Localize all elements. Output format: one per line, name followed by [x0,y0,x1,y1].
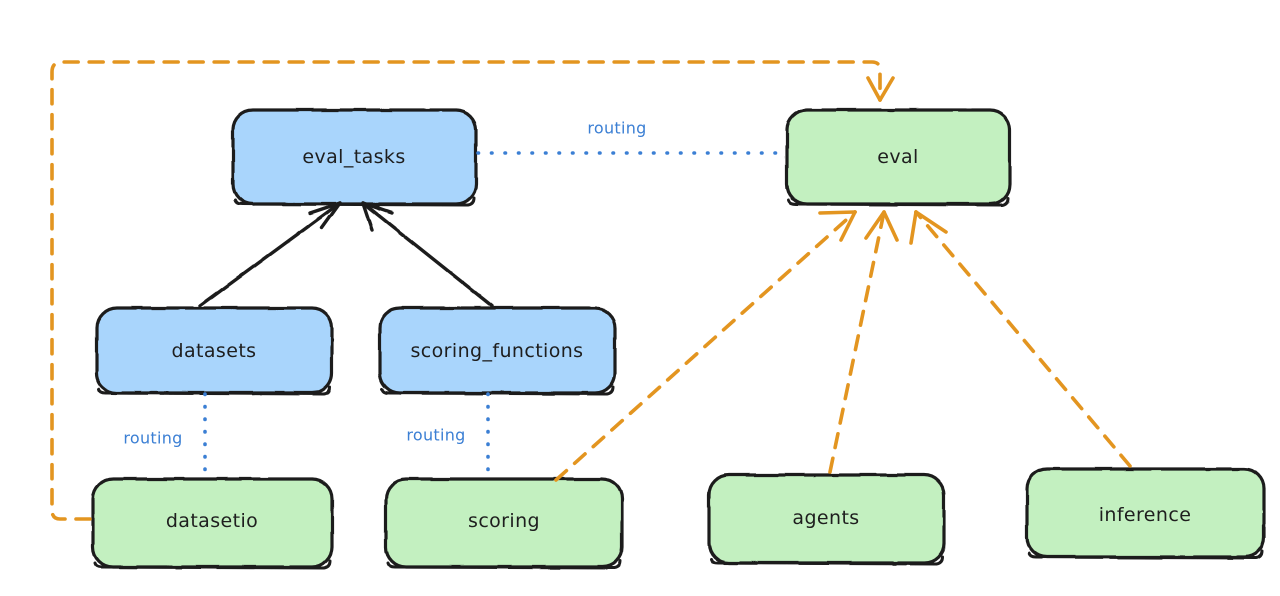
node-eval[interactable] [785,108,1012,207]
node-scoring-functions[interactable] [378,306,617,396]
node-inference[interactable] [1025,467,1266,560]
edge-scoring-functions-to-eval-tasks [361,201,494,308]
arrowhead-inference-eval [909,210,948,245]
edge-datasetio-to-eval [50,60,882,521]
node-scoring[interactable] [384,477,624,570]
edge-agents-to-eval [828,210,886,474]
arrowhead-scoring-eval [818,210,857,242]
node-datasets[interactable] [95,306,334,396]
node-datasetio[interactable] [91,477,334,570]
node-eval-tasks[interactable] [231,108,478,207]
node-agents[interactable] [707,473,946,566]
arrowhead-agents-eval [864,210,899,242]
edge-scoring-to-eval [554,210,857,482]
edge-datasets-to-eval-tasks [198,201,342,308]
arrowhead-datasetio-eval [866,76,895,102]
edge-inference-to-eval [914,210,1132,468]
